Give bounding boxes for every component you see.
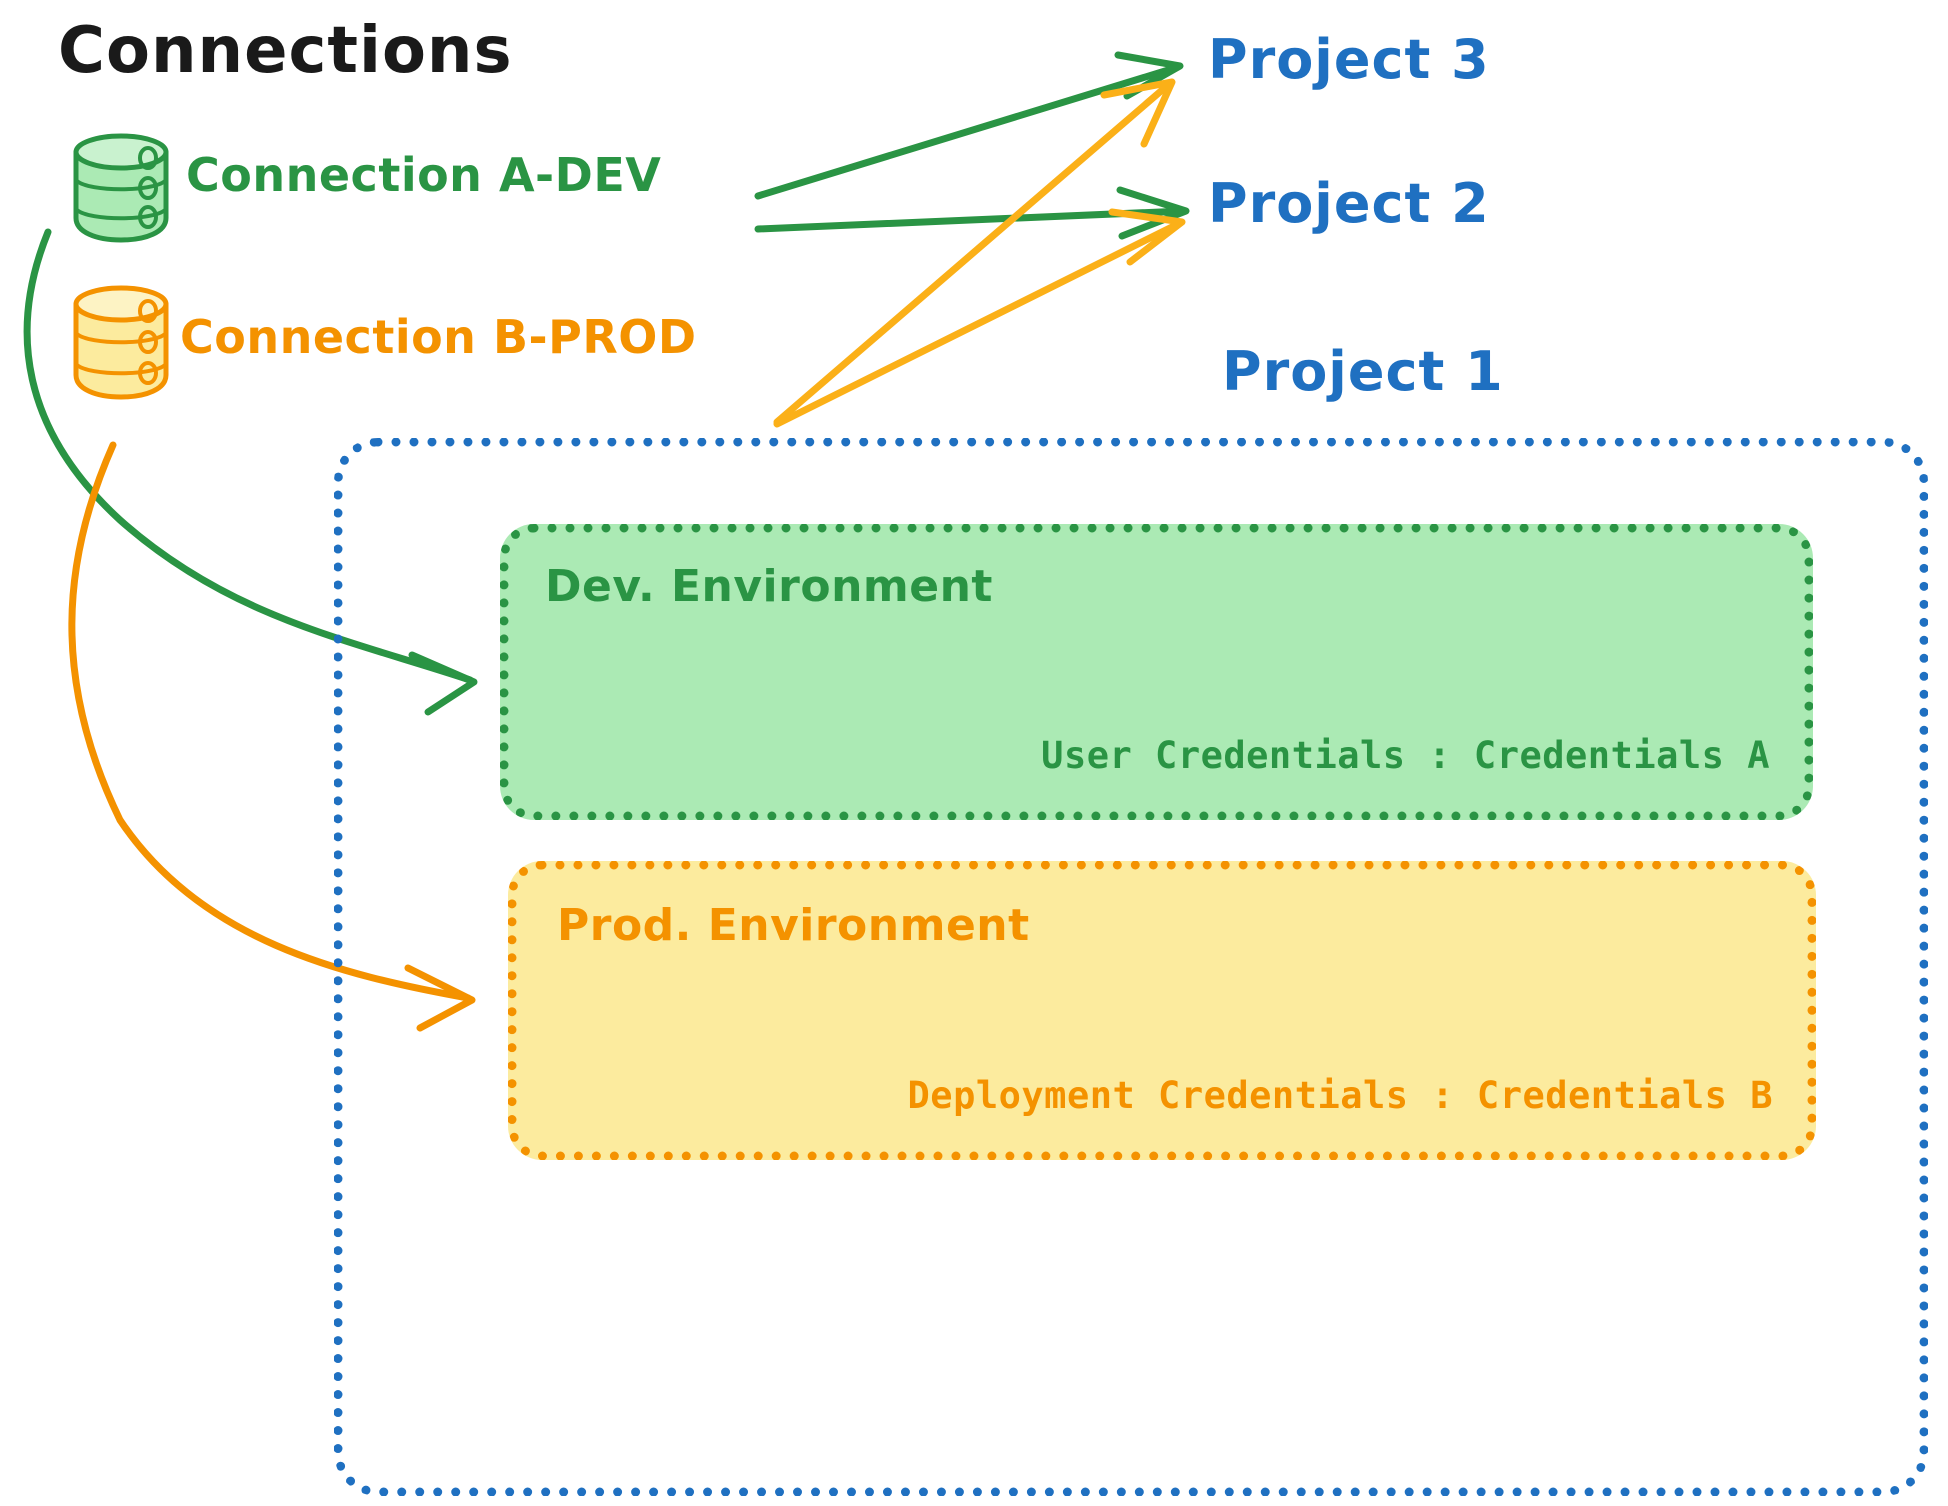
database-icon-connection-a-dev[interactable] bbox=[73, 133, 169, 243]
prod-environment-credentials: Deployment Credentials : Credentials B bbox=[907, 1074, 1773, 1117]
edge-bprod-prod-environment bbox=[68, 441, 476, 1032]
edge-bprod-project3 bbox=[773, 78, 1176, 426]
connection-label-a-dev[interactable]: Connection A-DEV bbox=[186, 148, 662, 202]
prod-environment-title: Prod. Environment bbox=[557, 900, 1030, 951]
connection-label-b-prod[interactable]: Connection B-PROD bbox=[180, 310, 697, 364]
project-label-2[interactable]: Project 2 bbox=[1208, 172, 1490, 235]
dev-environment-box[interactable]: Dev. Environment User Credentials : Cred… bbox=[500, 524, 1813, 820]
edge-adev-dev-environment bbox=[23, 228, 478, 716]
project-1-container bbox=[334, 438, 1928, 1496]
dev-environment-credentials: User Credentials : Credentials A bbox=[1041, 734, 1770, 777]
database-icon-connection-b-prod[interactable] bbox=[73, 285, 169, 400]
project-label-3[interactable]: Project 3 bbox=[1208, 28, 1490, 91]
prod-environment-box[interactable]: Prod. Environment Deployment Credentials… bbox=[508, 861, 1816, 1160]
page-title: Connections bbox=[58, 14, 513, 88]
edge-bprod-project2 bbox=[773, 208, 1186, 428]
project-label-1[interactable]: Project 1 bbox=[1222, 340, 1504, 403]
dev-environment-title: Dev. Environment bbox=[545, 561, 993, 612]
